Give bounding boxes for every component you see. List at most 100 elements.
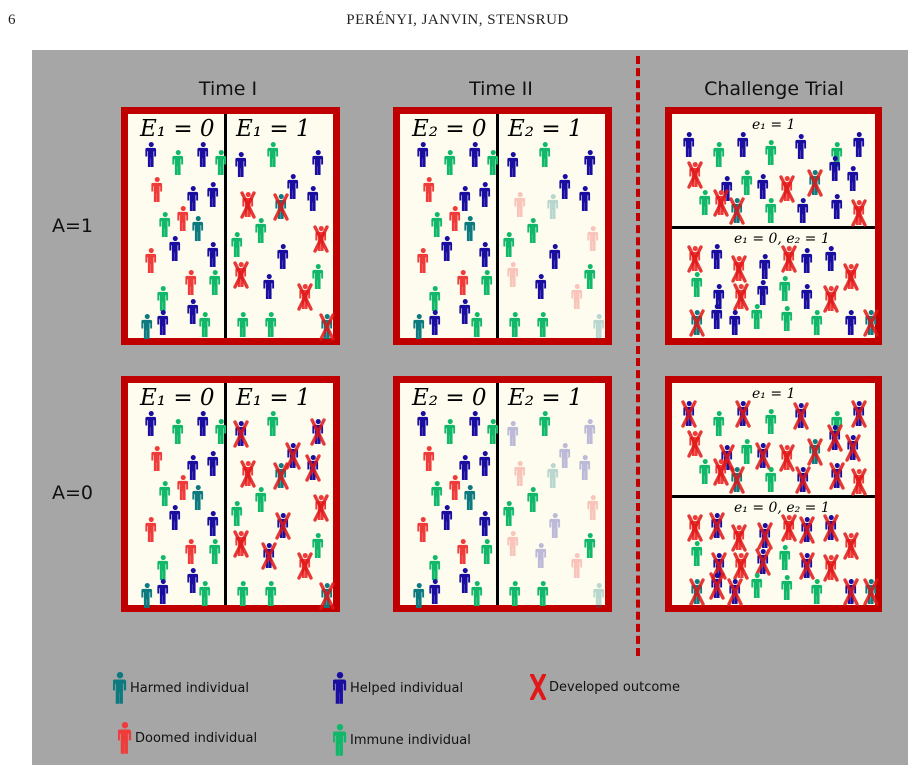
column-title-challenge: Challenge Trial: [704, 78, 844, 100]
helped-person-icon: [711, 304, 723, 329]
helped-person-icon: [559, 443, 571, 468]
immune-person-icon: [209, 270, 221, 295]
label-e1-0: E₁ = 0: [140, 385, 215, 411]
harmed-person-icon: [547, 194, 559, 219]
helped-person-icon: [187, 455, 199, 480]
legend-doomed: Doomed individual: [118, 722, 257, 754]
doomed-person-icon: [587, 495, 599, 520]
panel-time2-a1: E₂ = 0 E₂ = 1: [393, 107, 612, 345]
outcome-doomed-person-icon: [731, 255, 747, 283]
helped-person-icon: [729, 310, 741, 335]
people-scatter: [141, 142, 335, 341]
outcome-doomed-person-icon: [687, 430, 703, 458]
outcome-harmed-person-icon: [273, 193, 289, 221]
immune-person-icon: [429, 286, 441, 311]
doomed-person-icon: [457, 270, 469, 295]
outcome-harmed-person-icon: [807, 438, 823, 466]
immune-person-icon: [312, 533, 324, 558]
outcome-doomed-person-icon: [240, 191, 256, 219]
helped-person-icon: [535, 274, 547, 299]
harmed-person-icon: [464, 216, 476, 241]
outcome-doomed-person-icon: [687, 514, 703, 542]
doomed-person-icon: [571, 553, 583, 578]
outcome-doomed-person-icon: [779, 444, 795, 472]
immune-person-icon: [811, 310, 823, 335]
outcome-harmed-person-icon: [863, 309, 879, 337]
immune-person-icon: [159, 212, 171, 237]
doomed-person-icon: [507, 262, 519, 287]
immune-person-icon: [751, 304, 763, 329]
helped-person-icon: [459, 186, 471, 211]
doomed-person-icon: [145, 248, 157, 273]
outcome-helped-person-icon: [823, 514, 839, 542]
label-challenge-e1e2: e₁ = 0, e₂ = 1: [734, 500, 830, 516]
immune-person-icon: [779, 545, 791, 570]
helped-person-icon: [584, 419, 596, 444]
helped-person-icon: [197, 142, 209, 167]
helped-person-icon: [459, 568, 471, 593]
person-icon-doomed: [118, 722, 132, 754]
immune-person-icon: [765, 198, 777, 223]
outcome-helped-person-icon: [681, 400, 697, 428]
immune-person-icon: [267, 142, 279, 167]
outcome-doomed-person-icon: [297, 283, 313, 311]
helped-person-icon: [795, 134, 807, 159]
outcome-doomed-person-icon: [240, 460, 256, 488]
outcome-harmed-person-icon: [863, 578, 879, 606]
helped-person-icon: [584, 150, 596, 175]
helped-person-icon: [829, 156, 841, 181]
harmed-person-icon: [593, 314, 605, 339]
outcome-doomed-person-icon: [313, 225, 329, 253]
doomed-person-icon: [571, 284, 583, 309]
panel-divider: [224, 114, 227, 338]
immune-person-icon: [539, 142, 551, 167]
doomed-person-icon: [177, 206, 189, 231]
doomed-person-icon: [514, 461, 526, 486]
column-title-time2: Time II: [469, 78, 533, 100]
helped-person-icon: [683, 132, 695, 157]
helped-person-icon: [207, 451, 219, 476]
outcome-doomed-person-icon: [713, 189, 729, 217]
column-title-time1: Time I: [198, 78, 258, 100]
doomed-person-icon: [457, 539, 469, 564]
immune-person-icon: [527, 218, 539, 243]
helped-person-icon: [145, 142, 157, 167]
immune-person-icon: [255, 218, 267, 243]
outcome-helped-person-icon: [305, 454, 321, 482]
immune-person-icon: [751, 573, 763, 598]
immune-person-icon: [231, 501, 243, 526]
helped-person-icon: [441, 236, 453, 261]
immune-person-icon: [713, 142, 725, 167]
outcome-x-icon: [530, 674, 546, 700]
immune-person-icon: [159, 481, 171, 506]
label-e2-0: E₂ = 0: [412, 385, 487, 411]
outcome-doomed-person-icon: [843, 532, 859, 560]
immune-person-icon: [539, 411, 551, 436]
outcome-helped-person-icon: [709, 572, 725, 600]
running-header: PERÉNYI, JANVIN, STENSRUD: [346, 12, 569, 28]
person-icon-immune: [333, 724, 347, 756]
outcome-doomed-person-icon: [731, 524, 747, 552]
immune-person-icon: [781, 306, 793, 331]
helped-person-icon: [847, 166, 859, 191]
label-challenge-e1: e₁ = 1: [752, 117, 796, 133]
outcome-doomed-person-icon: [843, 263, 859, 291]
helped-person-icon: [187, 186, 199, 211]
harmed-person-icon: [547, 463, 559, 488]
helped-person-icon: [825, 246, 837, 271]
outcome-helped-person-icon: [799, 552, 815, 580]
people-scatter: [141, 411, 335, 610]
helped-person-icon: [459, 455, 471, 480]
immune-person-icon: [431, 212, 443, 237]
panel-challenge-a1: e₁ = 1 e₁ = 0, e₂ = 1: [665, 107, 882, 345]
outcome-helped-person-icon: [793, 402, 809, 430]
immune-person-icon: [172, 419, 184, 444]
helped-person-icon: [801, 284, 813, 309]
person-icon-helped: [333, 672, 347, 704]
legend-doomed-label: Doomed individual: [135, 730, 258, 746]
outcome-helped-person-icon: [845, 434, 861, 462]
immune-person-icon: [255, 487, 267, 512]
helped-person-icon: [549, 513, 561, 538]
outcome-doomed-person-icon: [779, 175, 795, 203]
row-label-a1: A=1: [52, 215, 94, 237]
